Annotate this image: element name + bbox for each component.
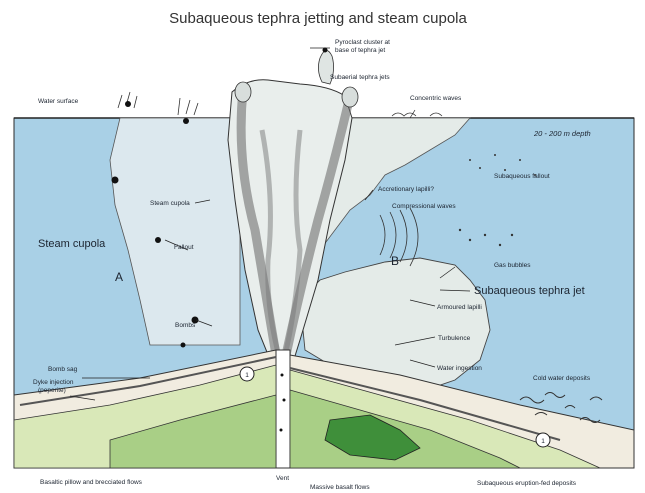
label-basaltic-pillow: Basaltic pillow and brecciated flows [40,479,143,486]
label-water-surface: Water surface [38,98,79,105]
label-subaqueous-deposits: Subaqueous eruption-fed deposits [477,480,577,487]
vent-conduit [276,350,290,468]
marker-1-left-text: 1 [245,372,249,379]
concentric-wave-marks [392,113,442,116]
jet-cap-left [235,82,251,102]
label-gas-bubbles: Gas bubbles [494,262,531,269]
label-steam-cupola-big: Steam cupola [38,238,106,250]
label-bombs: Bombs [175,322,196,329]
label-b: B [391,254,399,268]
label-massive-basalt: Massive basalt flows [310,484,370,491]
label-water-ingestion: Water ingestion [437,365,482,372]
diagram-title: Subaqueous tephra jetting and steam cupo… [169,10,467,27]
label-subaqueous-fallout: Subaqueous fallout [494,173,550,180]
marker-1-right-text: 1 [541,438,545,445]
label-steam-cupola-small: Steam cupola [150,200,190,207]
label-pyroclast-cluster-2: base of tephra jet [335,47,385,54]
label-bomb-sag: Bomb sag [48,366,78,373]
label-dyke-injection: Dyke injection [33,379,74,386]
label-a: A [115,270,123,284]
label-fallout: Fallout [174,244,194,251]
jet-cap-right [342,87,358,107]
label-vent: Vent [276,475,289,482]
label-accretionary-lapilli: Accretionary lapilli? [378,186,434,193]
label-depth: 20 - 200 m depth [533,129,591,138]
label-pyroclast-cluster: Pyroclast cluster at [335,39,390,46]
label-armoured-lapilli: Armoured lapilli [437,304,482,311]
label-subaqueous-jet: Subaqueous tephra jet [474,285,585,297]
label-cold-water-deposits: Cold water deposits [533,375,591,382]
label-turbulence: Turbulence [438,335,471,342]
label-concentric-waves: Concentric waves [410,95,462,102]
label-subaerial-jets: Subaerial tephra jets [330,74,390,81]
label-compressional-waves: Compressional waves [392,203,456,210]
splash-mid [178,98,198,115]
label-dyke-injection-2: (peperite) [38,387,66,394]
